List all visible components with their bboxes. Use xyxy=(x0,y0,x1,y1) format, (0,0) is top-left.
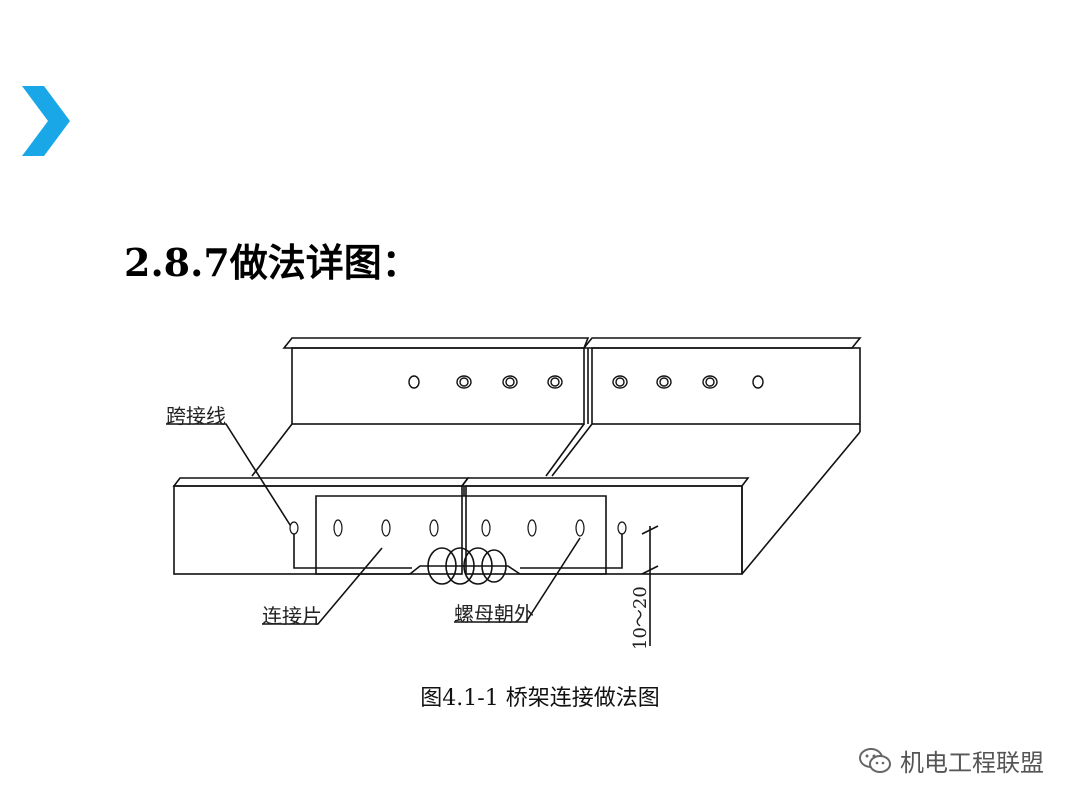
label-connecting-plate: 连接片 xyxy=(262,604,322,628)
watermark: 机电工程联盟 xyxy=(858,743,1044,778)
label-jumper-wire: 跨接线 xyxy=(166,404,226,428)
label-nut-outward: 螺母朝外 xyxy=(454,602,534,626)
wechat-icon xyxy=(859,747,891,773)
cable-tray-connection-drawing xyxy=(166,337,862,646)
page-title: 2.8.7做法详图： xyxy=(124,240,420,285)
chevron-right-icon xyxy=(22,86,70,156)
dimension-label: 10～20 xyxy=(630,586,651,650)
figure-caption: 图4.1-1 桥架连接做法图 xyxy=(420,686,660,711)
watermark-text: 机电工程联盟 xyxy=(900,749,1044,777)
